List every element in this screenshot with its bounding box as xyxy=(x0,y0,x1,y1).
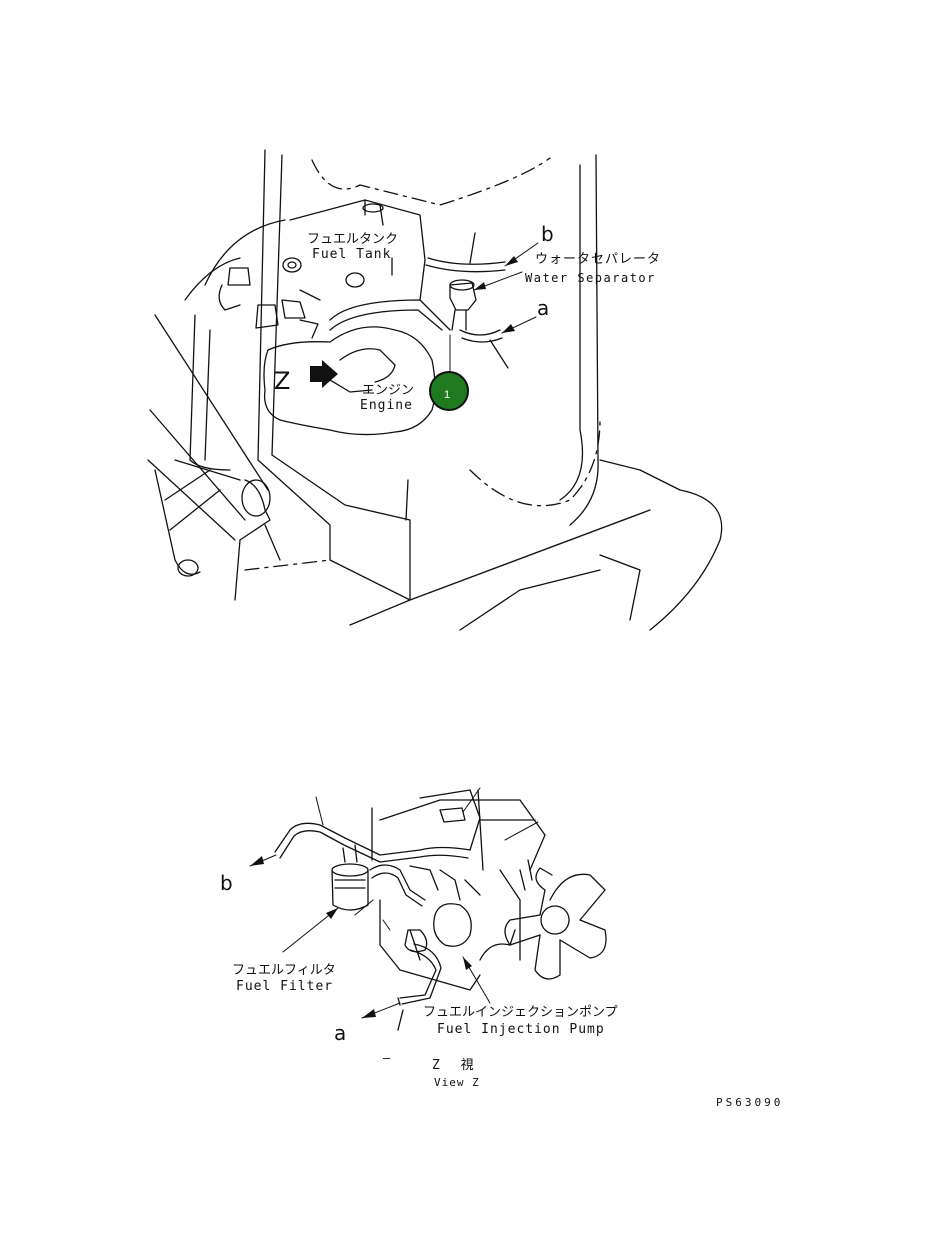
callout-marker[interactable]: 1 xyxy=(429,371,469,411)
fuel-injection-pump-label-en: Fuel Injection Pump xyxy=(437,1022,605,1037)
fuel-injection-pump-label-jp: フュエルインジェクションポンプ xyxy=(423,1005,618,1020)
water-separator-label-en: Water Separator xyxy=(525,271,656,285)
ref-b-top: b xyxy=(541,222,554,246)
water-separator-label-jp: ウォータセパレータ xyxy=(535,252,661,267)
dash-mark: – xyxy=(383,1051,391,1065)
fuel-tank-label-jp: フュエルタンク xyxy=(307,232,398,247)
callout-number: 1 xyxy=(444,389,450,401)
callout-circle xyxy=(429,371,469,411)
fuel-filter-label-jp: フュエルフィルタ xyxy=(232,963,336,978)
view-z-title-en: View Z xyxy=(434,1076,480,1089)
fuel-tank-label-en: Fuel Tank xyxy=(312,247,391,262)
bottom-view-linework xyxy=(249,787,607,1031)
fuel-filter-label-en: Fuel Filter xyxy=(236,979,333,994)
engine-label-en: Engine xyxy=(360,398,413,413)
ref-b-bottom: b xyxy=(220,871,233,895)
engine-label-jp: エンジン xyxy=(362,383,414,398)
view-letter-z: Z xyxy=(274,367,290,395)
top-view-linework xyxy=(147,149,723,631)
view-z-title-jp: Z 視 xyxy=(432,1058,474,1073)
ref-a-bottom: a xyxy=(334,1021,346,1045)
ref-a-top: a xyxy=(537,296,549,320)
drawing-code: PS63090 xyxy=(716,1096,783,1109)
